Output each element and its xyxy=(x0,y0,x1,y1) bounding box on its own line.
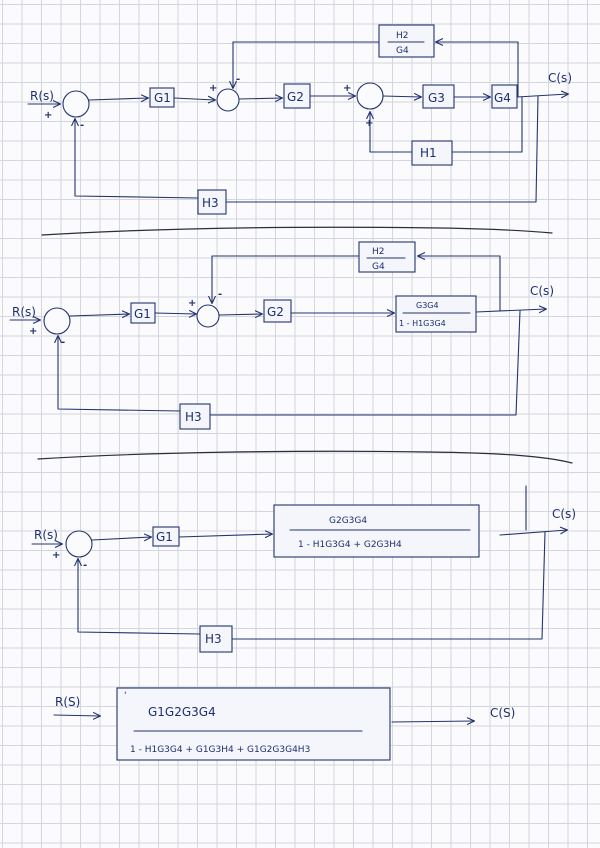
d4-output-label: C(S) xyxy=(490,706,515,720)
d2-output-arrow xyxy=(475,309,546,312)
diagram-3-middle-loop-reduced: R(s) + - G1 G2G3G4 1 - H1G3G4 + G2G3H4 C… xyxy=(31,485,576,653)
d2-h2g4-return xyxy=(212,255,360,303)
d2-arrow-to-g1 xyxy=(69,314,129,316)
d1-g1-label: G1 xyxy=(154,91,171,105)
d2-h2g4-den: G4 xyxy=(372,262,385,272)
d1-h1-label: H1 xyxy=(420,146,437,160)
d1-block-h3 xyxy=(197,189,227,215)
d2-block-h3 xyxy=(179,403,211,430)
d2-arrow-to-sj2 xyxy=(154,313,196,314)
separator-2 xyxy=(37,450,573,464)
d1-summing-junction-1 xyxy=(62,90,90,118)
d1-summing-junction-2 xyxy=(216,88,240,112)
d1-g3-label: G3 xyxy=(428,91,445,105)
d3-h3-label: H3 xyxy=(205,632,222,646)
diagram-2-inner-loop-reduced: R(s) + - G1 + - G2 G3G4 1 - H1G3G4 C(s) … xyxy=(9,241,554,430)
d2-input-label: R(s) xyxy=(12,305,36,319)
d1-sj2-plus: + xyxy=(209,83,217,94)
d1-input-label: R(s) xyxy=(30,89,54,103)
d1-h3-label: H3 xyxy=(202,196,219,210)
d2-block-h2-over-g4 xyxy=(358,241,416,273)
d1-g4-label: G4 xyxy=(494,91,511,105)
d3-h3-return xyxy=(78,559,201,635)
d1-h3-return xyxy=(75,119,199,199)
d3-output-label: C(s) xyxy=(552,507,576,521)
d1-arrow-to-g2 xyxy=(238,98,282,99)
d1-h2g4-return xyxy=(233,41,380,88)
d1-arrow-to-g3 xyxy=(382,96,421,97)
d3-g1-label: G1 xyxy=(156,530,173,544)
d1-summing-junction-3 xyxy=(356,82,384,110)
d2-tf-numerator: G3G4 xyxy=(416,301,439,310)
d1-sj3-plus-bottom: + xyxy=(365,118,373,129)
d2-output-label: C(s) xyxy=(530,284,554,298)
d4-input-label: R(S) xyxy=(55,695,80,709)
d1-block-h2-over-g4 xyxy=(378,24,435,58)
d2-h3-return xyxy=(58,336,181,412)
d2-h3-branch xyxy=(209,310,521,416)
d2-h2g4-num: H2 xyxy=(372,247,385,257)
d2-tf-denominator: 1 - H1G3G4 xyxy=(399,319,446,328)
d3-arrow-to-tf xyxy=(178,534,272,537)
d3-arrow-to-g1 xyxy=(91,537,151,540)
d4-block-overall-tf xyxy=(116,687,391,761)
separator-1 xyxy=(41,226,553,236)
d2-g2-label: G2 xyxy=(267,305,284,319)
d3-block-h3 xyxy=(199,625,233,653)
d1-sj1-plus: + xyxy=(44,110,52,121)
d1-h2g4-branch xyxy=(436,42,519,98)
d4-input-arrow xyxy=(53,715,100,716)
d2-sj2-plus: + xyxy=(188,298,196,309)
d4-tf-numerator: G1G2G3G4 xyxy=(148,705,216,719)
d2-summing-junction-2 xyxy=(196,304,220,328)
d1-sj3-plus: + xyxy=(343,83,351,94)
d1-arrow-to-sj2 xyxy=(173,98,215,100)
d2-sj1-minus: - xyxy=(61,337,65,348)
d1-arrow-to-g1 xyxy=(88,98,148,100)
diagram-4-final-transfer-function: R(S) ' G1G2G3G4 1 - H1G3G4 + G1G3H4 + G1… xyxy=(53,687,515,761)
d1-h2g4-den: G4 xyxy=(396,46,409,56)
d2-sj2-minus: - xyxy=(218,289,222,300)
d3-tf-denominator: 1 - H1G3G4 + G2G3H4 xyxy=(298,540,402,550)
d1-sj2-minus: - xyxy=(236,74,240,85)
diagram-1-original: R(s) + - G1 + - G2 + + G3 G4 C(s) H1 xyxy=(27,24,572,215)
d2-block-g2 xyxy=(263,299,292,323)
d1-h3-branch xyxy=(225,95,539,203)
d1-h1-branch xyxy=(451,96,523,153)
d2-sj1-plus: + xyxy=(29,326,37,337)
d3-h3-branch xyxy=(231,531,546,640)
d3-input-label: R(s) xyxy=(34,528,58,542)
d3-block-closed-loop-tf xyxy=(273,504,480,558)
d4-tf-denominator: 1 - H1G3G4 + G1G3H4 + G1G2G3G4H3 xyxy=(130,745,310,755)
d2-arrow-to-g2 xyxy=(218,314,262,315)
d4-corner-mark: ' xyxy=(124,691,126,701)
d3-output-arrow xyxy=(499,530,567,536)
d2-g1-label: G1 xyxy=(134,307,151,321)
d2-block-closed-loop-tf xyxy=(395,295,477,333)
d1-h2g4-num: H2 xyxy=(396,31,409,41)
d3-sj1-plus: + xyxy=(52,550,60,561)
d1-g2-label: G2 xyxy=(287,90,304,104)
d2-h2g4-branch xyxy=(418,256,501,312)
d1-output-label: C(s) xyxy=(548,71,572,85)
d1-output-arrow xyxy=(516,94,568,97)
d4-output-arrow xyxy=(391,721,474,722)
d1-sj1-minus: - xyxy=(80,120,84,131)
d2-summing-junction-1 xyxy=(43,307,71,335)
d3-tf-numerator: G2G3G4 xyxy=(329,516,367,526)
d1-h1-return xyxy=(370,112,413,153)
d3-sj1-minus: - xyxy=(83,560,87,571)
d1-block-h1 xyxy=(411,140,453,166)
d3-summing-junction-1 xyxy=(65,530,93,558)
d2-h3-label: H3 xyxy=(185,410,202,424)
d1-block-g2 xyxy=(283,83,311,109)
